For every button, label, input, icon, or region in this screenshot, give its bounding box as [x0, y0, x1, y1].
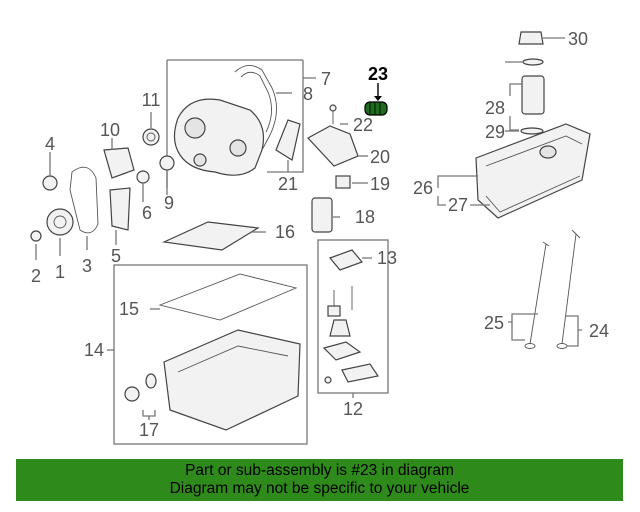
center-upper-parts	[161, 104, 368, 251]
callout-9: 9	[164, 193, 174, 213]
callout-2: 2	[31, 266, 41, 286]
callout-11: 11	[142, 90, 161, 110]
callout-18: 18	[355, 207, 375, 227]
part-23-highlighted	[364, 83, 388, 116]
callout-7: 7	[321, 69, 331, 89]
oil-pump-group	[317, 239, 389, 398]
right-side-parts	[437, 31, 591, 349]
callout-24: 24	[589, 321, 609, 341]
engine-parts-diagram: 1 2 3 4 5 6 7 8 9 10 11 12 13 14 15 16 1…	[30, 29, 609, 445]
callout-8: 8	[303, 84, 313, 104]
callout-30: 30	[568, 29, 588, 49]
callout-28: 28	[485, 98, 505, 118]
oil-pan-group	[107, 264, 308, 445]
callout-5: 5	[111, 246, 121, 266]
callout-23-highlighted: 23	[368, 64, 388, 84]
timing-cover-group	[166, 59, 316, 195]
callout-1: 1	[55, 262, 65, 282]
notice-banner: Part or sub-assembly is #23 in diagram D…	[16, 459, 623, 501]
callout-27: 27	[448, 195, 468, 215]
callout-16: 16	[275, 222, 295, 242]
callout-15: 15	[119, 299, 139, 319]
banner-line-disclaimer: Diagram may not be specific to your vehi…	[169, 480, 470, 497]
callout-12: 12	[343, 399, 363, 419]
callout-17: 17	[139, 420, 159, 440]
callout-13: 13	[377, 248, 397, 268]
callout-6: 6	[142, 203, 152, 223]
callout-19: 19	[370, 174, 390, 194]
callout-10: 10	[100, 120, 120, 140]
callout-3: 3	[82, 256, 92, 276]
callout-29: 29	[485, 122, 505, 142]
callout-22: 22	[353, 115, 373, 135]
banner-line-part: Part or sub-assembly is #23 in diagram	[185, 462, 454, 479]
callout-25: 25	[484, 313, 504, 333]
callout-labels: 1 2 3 4 5 6 7 8 9 10 11 12 13 14 15 16 1…	[31, 29, 609, 440]
callout-21: 21	[278, 174, 298, 194]
callout-14: 14	[84, 340, 104, 360]
left-small-parts	[30, 112, 175, 260]
callout-26: 26	[413, 178, 433, 198]
callout-4: 4	[45, 134, 55, 154]
callout-20: 20	[370, 147, 390, 167]
